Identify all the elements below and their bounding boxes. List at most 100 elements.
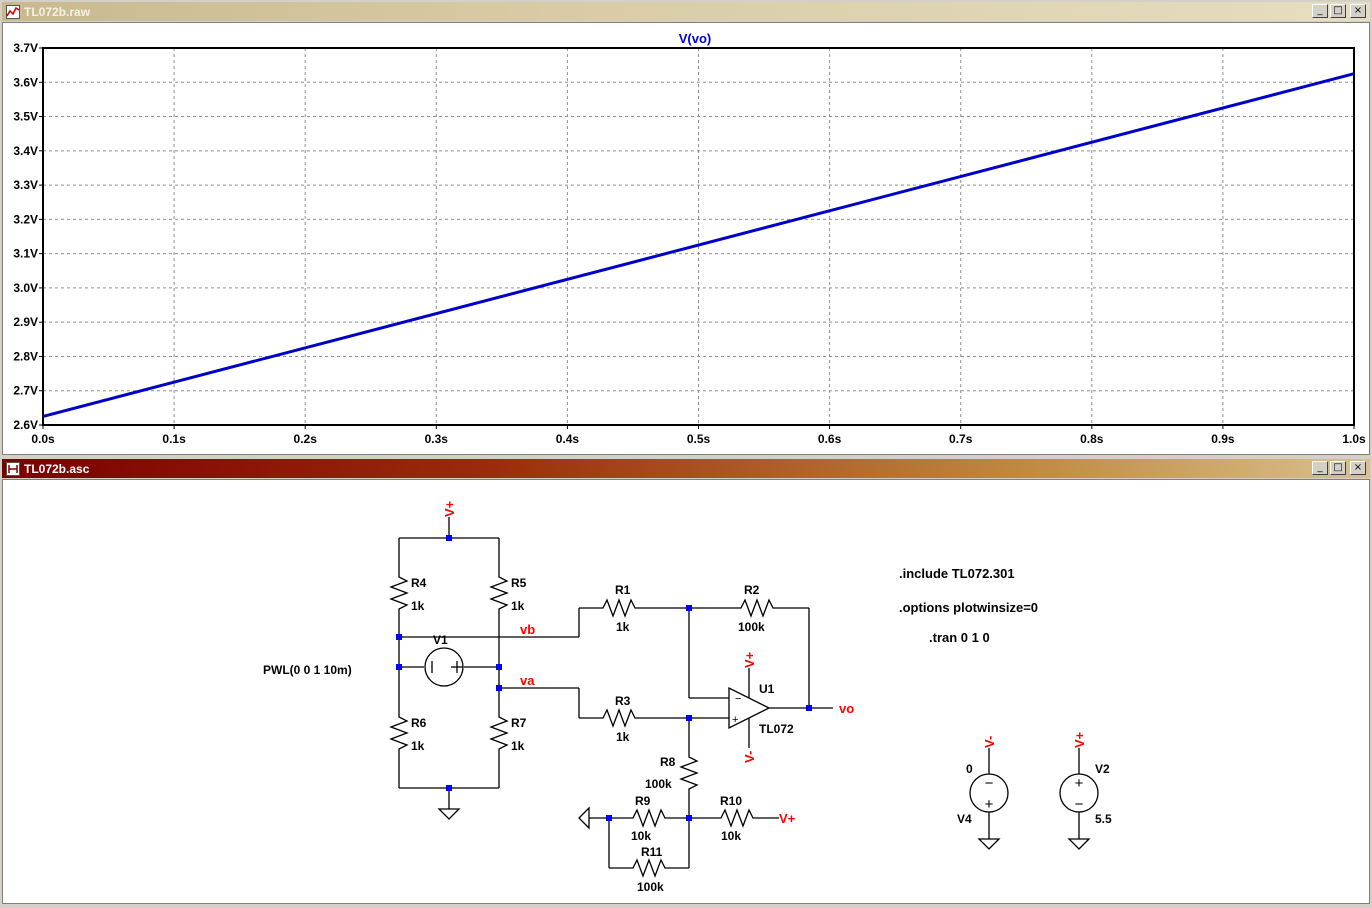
x-tick-label: 0.9s: [1211, 432, 1235, 446]
waveform-icon: [6, 4, 20, 19]
minimize-button[interactable]: _: [1312, 461, 1328, 475]
v2-value: 5.5: [1095, 812, 1112, 826]
r4-value: 1k: [411, 599, 425, 613]
y-tick-label: 2.7V: [13, 384, 38, 398]
x-tick-label: 0.4s: [556, 432, 580, 446]
r11-value: 100k: [637, 880, 664, 894]
schematic-window-titlebar[interactable]: TL072b.asc _ □ ×: [2, 459, 1370, 478]
schematic-canvas[interactable]: − + + − − +: [3, 480, 1369, 903]
ground-symbol-v4: [977, 838, 1001, 850]
r5-value: 1k: [511, 599, 525, 613]
u1-name: U1: [759, 682, 775, 696]
voltage-source-v2[interactable]: + −: [1059, 773, 1099, 813]
maximize-button[interactable]: □: [1330, 461, 1346, 475]
r1-name: R1: [615, 583, 631, 597]
x-tick-label: 0.0s: [31, 432, 55, 446]
directive-options[interactable]: .options plotwinsize=0: [899, 600, 1038, 615]
r9-value: 10k: [631, 829, 651, 843]
v4-name: V4: [957, 812, 972, 826]
y-tick-label: 3.2V: [13, 212, 38, 226]
r2-name: R2: [744, 583, 760, 597]
u1-value: TL072: [759, 722, 794, 736]
r10-value: 10k: [721, 829, 741, 843]
maximize-button[interactable]: □: [1330, 4, 1346, 18]
series-line-vo[interactable]: [42, 72, 1355, 418]
net-label-vplus-v2: V+: [1072, 731, 1087, 748]
y-tick-label: 3.5V: [13, 110, 38, 124]
close-button[interactable]: ×: [1350, 461, 1366, 475]
y-tick-label: 2.6V: [13, 418, 38, 432]
x-tick-label: 0.8s: [1080, 432, 1104, 446]
directive-include[interactable]: .include TL072.301: [899, 566, 1015, 581]
resistor-r11[interactable]: [629, 858, 669, 878]
resistor-r5[interactable]: [489, 573, 509, 613]
schematic-window[interactable]: TL072b.asc _ □ ×: [0, 457, 1372, 906]
v4-value: 0: [966, 762, 973, 776]
y-tick-label: 2.8V: [13, 349, 38, 363]
resistor-r2[interactable]: [737, 598, 777, 618]
y-tick-label: 3.7V: [13, 41, 38, 55]
ground-symbol-v2: [1067, 838, 1091, 850]
r5-name: R5: [511, 576, 527, 590]
resistor-r7[interactable]: [489, 713, 509, 753]
plot-window[interactable]: TL072b.raw _ □ × V(vo) 0.0s 0.1s 0.2s 0.3s 0…: [0, 0, 1372, 457]
x-tick-label: 1.0s: [1342, 432, 1366, 446]
schematic-pane[interactable]: − + + − − +: [2, 479, 1370, 904]
ground-symbol-r9: [578, 806, 590, 830]
resistor-r8[interactable]: [679, 753, 699, 793]
resistor-r6[interactable]: [389, 713, 409, 753]
chart-title: V(vo): [679, 31, 712, 46]
net-label-va: va: [520, 673, 535, 688]
directive-tran[interactable]: .tran 0 1 0: [929, 630, 990, 645]
resistor-r1[interactable]: [599, 598, 639, 618]
y-tick-label: 3.0V: [13, 281, 38, 295]
x-tick-label: 0.1s: [162, 432, 186, 446]
plot-window-titlebar[interactable]: TL072b.raw _ □ ×: [2, 2, 1370, 21]
net-label-opamp-vminus: V-: [742, 751, 757, 763]
resistor-r9[interactable]: [629, 808, 669, 828]
net-label-vplus-r10: V+: [779, 811, 796, 826]
y-tick-label: 3.4V: [13, 144, 38, 158]
r10-name: R10: [720, 794, 742, 808]
x-tick-label: 0.7s: [949, 432, 973, 446]
x-tick-label: 0.6s: [818, 432, 842, 446]
net-label-vminus-v4: V-: [982, 736, 997, 748]
plot-area-frame: [42, 47, 1355, 426]
resistor-r10[interactable]: [717, 808, 757, 828]
x-tick-label: 0.2s: [294, 432, 318, 446]
v4-plus-sign: +: [985, 796, 994, 813]
x-tick-label: 0.3s: [425, 432, 449, 446]
net-label-opamp-vplus: V+: [742, 651, 757, 668]
voltage-source-v1[interactable]: [424, 647, 464, 687]
plot-window-title: TL072b.raw: [24, 4, 91, 19]
v1-name: V1: [433, 633, 448, 647]
r4-name: R4: [411, 576, 427, 590]
r2-value: 100k: [738, 620, 765, 634]
r8-value: 100k: [645, 777, 672, 791]
net-label-vo: vo: [839, 701, 854, 716]
r7-value: 1k: [511, 739, 525, 753]
schematic-icon: [6, 461, 20, 476]
close-button[interactable]: ×: [1350, 4, 1366, 18]
minimize-button[interactable]: _: [1312, 4, 1328, 18]
v4-minus-sign: −: [985, 775, 994, 792]
y-tick-label: 3.6V: [13, 75, 38, 89]
opamp-plus-pin: +: [732, 714, 738, 726]
v2-name: V2: [1095, 762, 1110, 776]
r3-name: R3: [615, 694, 631, 708]
v2-minus-sign: −: [1075, 796, 1084, 813]
y-tick-label: 3.3V: [13, 178, 38, 192]
v1-value: PWL(0 0 1 10m): [263, 663, 352, 677]
opamp-minus-pin: −: [735, 693, 741, 705]
r3-value: 1k: [616, 730, 630, 744]
ground-symbol: [437, 808, 461, 820]
r1-value: 1k: [616, 620, 630, 634]
r7-name: R7: [511, 716, 527, 730]
resistor-r4[interactable]: [389, 573, 409, 613]
voltage-source-v4[interactable]: − +: [969, 773, 1009, 813]
resistor-r3[interactable]: [599, 708, 639, 728]
v2-plus-sign: +: [1075, 775, 1084, 792]
r6-name: R6: [411, 716, 427, 730]
